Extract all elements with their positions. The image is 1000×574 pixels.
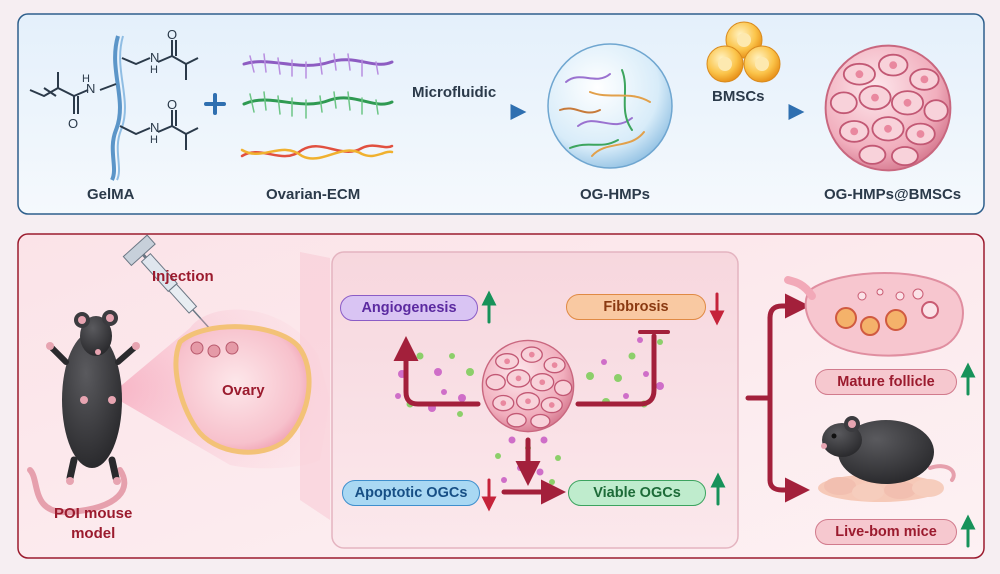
fibbrosis-pill: Fibbrosis	[566, 294, 706, 320]
svg-text:N: N	[86, 81, 95, 96]
plus-sign	[204, 93, 226, 115]
svg-text:O: O	[167, 27, 177, 42]
svg-text:H: H	[82, 73, 90, 85]
svg-text:N: N	[150, 120, 159, 135]
mature-follicle-pill: Mature follicle	[815, 369, 957, 395]
gelma-atoms: NH O NH O NH O	[68, 27, 177, 146]
microfluidic-label: Microfluidic	[412, 84, 497, 101]
syringe-icon	[122, 234, 222, 342]
gelma-structure	[29, 35, 199, 181]
gelma-label: GelMA	[87, 186, 135, 203]
poi-line1: POI mouse	[54, 505, 133, 522]
live-born-mice-pill: Live-bom mice	[815, 519, 957, 545]
svg-text:H: H	[150, 64, 158, 76]
ovary-illustration	[173, 324, 312, 455]
injection-label: Injection	[152, 268, 214, 285]
og-hmps-label: OG-HMPs	[580, 186, 651, 203]
mother-mouse-with-pups-illustration	[818, 416, 956, 502]
og-hmps-bmscs-ball	[824, 44, 952, 172]
og-hmps-sphere	[547, 43, 673, 169]
mouse-icon	[27, 310, 140, 516]
outcome-arrows	[745, 293, 810, 503]
ecm-fibers	[240, 53, 394, 160]
bmscs-cells	[706, 21, 781, 83]
svg-text:N: N	[150, 50, 159, 65]
mechanism-arrows	[393, 330, 670, 505]
bmscs-label: BMSCs	[712, 88, 765, 105]
poi-line2: model	[71, 525, 116, 542]
svg-text:O: O	[68, 116, 78, 131]
apoptotic-ogcs-pill: Apoptotic OGCs	[342, 480, 480, 506]
og-hmps-bmscs-label: OG-HMPs@BMSCs	[824, 186, 962, 203]
poi-mouse-model-label: POI mouse model	[54, 504, 132, 544]
ovary-label: Ovary	[222, 382, 265, 399]
ovarian-ecm-label: Ovarian-ECM	[266, 186, 361, 203]
ovary-follicles-illustration	[784, 272, 964, 357]
svg-text:O: O	[167, 97, 177, 112]
viable-ogcs-pill: Viable OGCs	[568, 480, 706, 506]
central-bmsc-ball	[481, 339, 575, 433]
svg-text:H: H	[150, 134, 158, 146]
angiogenesis-pill: Angiogenesis	[340, 295, 478, 321]
